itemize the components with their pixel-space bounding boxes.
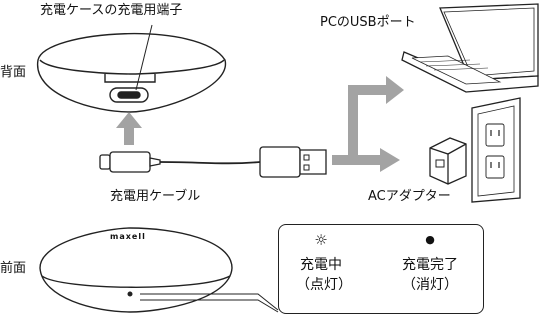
back-view-label: 背面 [0,65,27,80]
port-callout-label: 充電ケースの充電用端子 [40,3,183,18]
pc-usb-port-label: PCのUSBポート [320,15,416,30]
complete-state-label: 充電完了 [402,257,458,273]
maxell-logo: maxell [110,232,146,241]
wall-outlet-with-adapter [429,97,521,203]
charging-state-note: （点灯） [296,277,352,293]
case-front-view [39,227,233,313]
led-indicator-box [278,224,484,314]
charging-light-icon: ☼ [314,231,328,249]
front-view-label: 前面 [0,261,27,276]
charging-port [117,91,141,99]
port-callout-line [135,24,153,91]
ac-adapter-label: ACアダプター [368,189,451,204]
branch-arrows [332,76,404,172]
case-back-view [37,32,226,113]
usb-cable [99,146,327,178]
complete-state-note: （消灯） [402,277,458,293]
led-callout-line [140,293,279,311]
cable-label: 充電用ケーブル [110,189,201,204]
light-off-icon: ● [425,233,435,246]
laptop-illustration [401,3,539,93]
charging-state-label: 充電中 [300,257,342,273]
arrow-up-to-port [116,112,142,145]
